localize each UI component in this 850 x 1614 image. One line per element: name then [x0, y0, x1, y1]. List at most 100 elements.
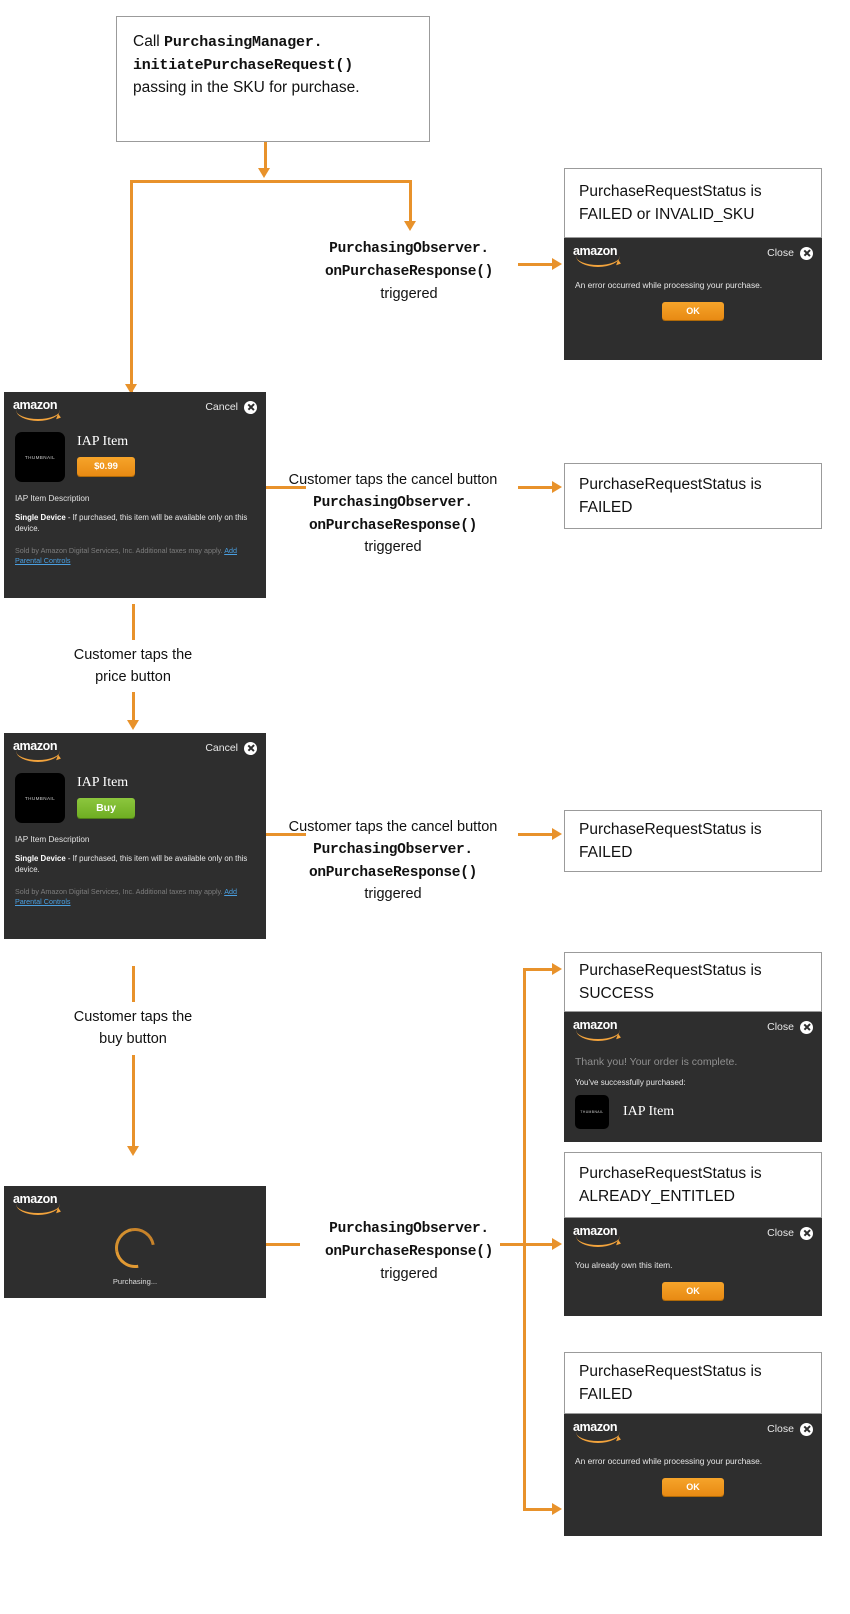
error-final-message: An error occurred while processing your … [575, 1456, 763, 1466]
thumbnail-label: THUMBNAIL [24, 454, 56, 460]
label-observer-bottom: PurchasingObserver. onPurchaseResponse()… [284, 1218, 534, 1285]
price-button[interactable]: $0.99 [77, 457, 135, 476]
amazon-wordmark: amazon [13, 738, 58, 753]
dialog-purchasing-body: Purchasing... [4, 1216, 266, 1286]
dialog-error-top-message: An error occurred while processing your … [575, 280, 763, 290]
close-icon[interactable] [800, 246, 813, 260]
cancel-buy-code2: onPurchaseResponse() [308, 864, 478, 881]
dialog-error-top-body: An error occurred while processing your … [564, 268, 822, 320]
close-icon[interactable] [800, 1020, 813, 1034]
amazon-wordmark: amazon [13, 1191, 58, 1206]
start-box: Call PurchasingManager. initiatePurchase… [116, 16, 430, 142]
single-device-bold: Single Device [15, 854, 66, 863]
status-failed-final: PurchaseRequestStatus is FAILED [564, 1352, 822, 1414]
cancel-price-code1: PurchasingObserver. [313, 494, 473, 511]
amazon-wordmark: amazon [573, 1419, 618, 1434]
status-failed-buy-line2: FAILED [579, 844, 633, 861]
item-title: IAP Item [623, 1104, 675, 1119]
label-taps-price: Customer taps the price button [33, 645, 233, 689]
arrowhead-cancel-price [552, 481, 562, 493]
dialog-buy-item-cancel-group[interactable]: Cancel [205, 741, 257, 755]
arrowhead-branch-right [404, 221, 416, 231]
amazon-logo-icon: amazon [573, 1223, 625, 1247]
status-already-entitled-line1: PurchaseRequestStatus is [579, 1164, 762, 1182]
item-thumbnail: THUMBNAIL [15, 432, 65, 482]
dialog-error-final-close-group[interactable]: Close [767, 1422, 813, 1436]
arrowhead-to-entitled [552, 1238, 562, 1250]
status-success: PurchaseRequestStatus is SUCCESS [564, 952, 822, 1012]
dialog-error-top[interactable]: amazon Close An error occurred while pro… [564, 238, 822, 360]
dialog-already-entitled[interactable]: amazon Close You already own this item. … [564, 1218, 822, 1316]
dialog-error-final[interactable]: amazon Close An error occurred while pro… [564, 1414, 822, 1536]
dialog-buy-item[interactable]: amazon Cancel THUMBNAIL IAP Item Buy IAP… [4, 733, 266, 939]
arrowhead-taps-price [127, 720, 139, 730]
sold-by-text: Sold by Amazon Digital Services, Inc. Ad… [15, 546, 225, 556]
connector-taps-buy-bottom [132, 1055, 135, 1150]
arrowhead-taps-buy [127, 1146, 139, 1156]
dialog-price-item[interactable]: amazon Cancel THUMBNAIL IAP Item $0.99 I… [4, 392, 266, 598]
cancel-label[interactable]: Cancel [205, 742, 238, 754]
observer-bottom-code1: PurchasingObserver. [329, 1221, 489, 1237]
amazon-logo-icon: amazon [13, 1191, 65, 1215]
amazon-logo-icon: amazon [573, 1419, 625, 1443]
arrowhead-to-success [552, 963, 562, 975]
single-device-note: Single Device - If purchased, this item … [15, 513, 255, 534]
close-icon[interactable] [244, 741, 257, 755]
dialog-buy-item-body: THUMBNAIL IAP Item Buy IAP Item Descript… [4, 763, 266, 906]
close-icon[interactable] [800, 1226, 813, 1240]
single-device-rest: - If purchased, this item will be availa… [15, 854, 248, 874]
amazon-smile-icon [576, 1030, 620, 1041]
dialog-price-item-header: amazon Cancel [4, 392, 266, 422]
purchasing-status-text: Purchasing... [112, 1277, 158, 1286]
dialog-error-final-header: amazon Close [564, 1414, 822, 1444]
cancel-label[interactable]: Cancel [205, 401, 238, 413]
connector-taps-price-top [132, 604, 135, 640]
connector-cancel-buy-out [518, 833, 556, 836]
label-taps-buy: Customer taps the buy button [33, 1007, 233, 1051]
close-label[interactable]: Close [767, 247, 794, 259]
observer-top-code1: PurchasingObserver. [329, 241, 489, 257]
ok-button[interactable]: OK [662, 1478, 724, 1496]
status-already-entitled-text: PurchaseRequestStatus is ALREADY_ENTITLE… [565, 1162, 776, 1209]
taps-buy-line1: Customer taps the [73, 1009, 193, 1025]
amazon-smile-icon [576, 256, 620, 267]
close-icon[interactable] [800, 1422, 813, 1436]
status-failed-invalid-line1: PurchaseRequestStatus is [579, 182, 762, 200]
dialog-error-top-close-group[interactable]: Close [767, 246, 813, 260]
item-description: IAP Item Description [15, 835, 90, 844]
connector-to-error-top [518, 263, 556, 266]
status-success-text: PurchaseRequestStatus is SUCCESS [565, 959, 776, 1006]
dialog-already-entitled-body: You already own this item. OK [564, 1248, 822, 1300]
thumbnail-label: THUMBNAIL [580, 1110, 604, 1114]
start-line2-code: initiatePurchaseRequest() [133, 56, 354, 74]
close-icon[interactable] [244, 400, 257, 414]
dialog-success[interactable]: amazon Close Thank you! Your order is co… [564, 1012, 822, 1142]
dialog-price-item-cancel-group[interactable]: Cancel [205, 400, 257, 414]
success-thanks-text: Thank you! Your order is complete. [575, 1056, 738, 1068]
parental-controls-link[interactable]: Add Parental Controls [15, 887, 238, 906]
parental-controls-link[interactable]: Add Parental Controls [15, 546, 238, 565]
close-label[interactable]: Close [767, 1423, 794, 1435]
sold-by-note: Sold by Amazon Digital Services, Inc. Ad… [15, 546, 255, 565]
observer-bottom-code2: onPurchaseResponse() [324, 1243, 494, 1260]
amazon-smile-icon [16, 410, 60, 421]
close-label[interactable]: Close [767, 1227, 794, 1239]
buy-button[interactable]: Buy [77, 798, 135, 818]
dialog-already-entitled-close-group[interactable]: Close [767, 1226, 813, 1240]
observer-bottom-plain: triggered [380, 1265, 438, 1282]
dialog-buy-item-header: amazon Cancel [4, 733, 266, 763]
success-subtitle: You've successfully purchased: [575, 1078, 686, 1087]
start-line1-code: PurchasingManager. [164, 34, 323, 51]
ok-button[interactable]: OK [662, 1282, 724, 1300]
dialog-success-close-group[interactable]: Close [767, 1020, 813, 1034]
amazon-wordmark: amazon [573, 1017, 618, 1032]
connector-bus-to-failed-final [523, 1508, 556, 1511]
status-failed-final-line2: FAILED [579, 1386, 633, 1403]
ok-button[interactable]: OK [662, 302, 724, 320]
already-entitled-message: You already own this item. [575, 1260, 673, 1270]
amazon-logo-icon: amazon [573, 244, 625, 267]
close-label[interactable]: Close [767, 1021, 794, 1033]
amazon-logo-icon: amazon [13, 738, 65, 762]
amazon-wordmark: amazon [573, 1223, 618, 1238]
